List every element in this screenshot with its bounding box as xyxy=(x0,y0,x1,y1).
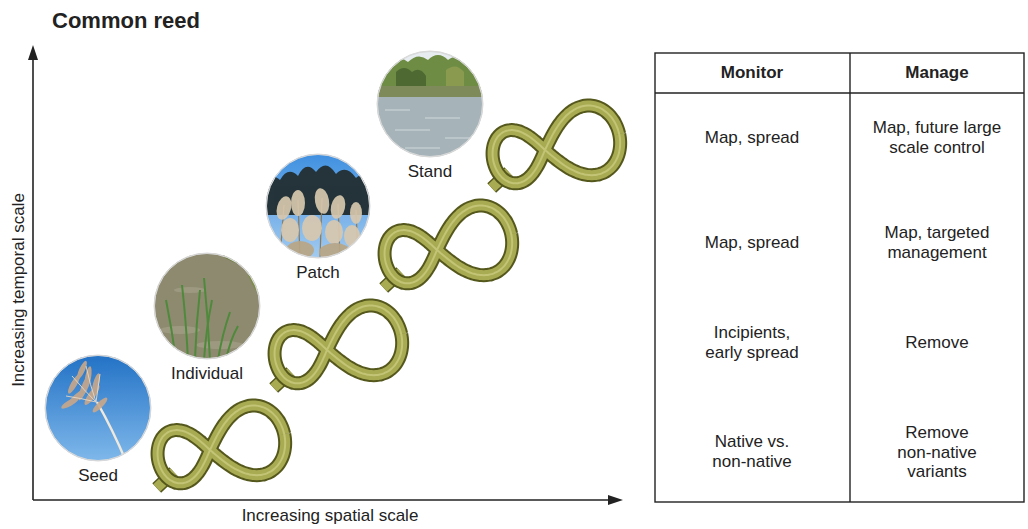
ribbon-edge xyxy=(486,100,626,195)
scale-circle: Individual xyxy=(154,253,260,359)
scale-circle: Seed xyxy=(45,355,151,461)
y-axis xyxy=(32,58,34,500)
ribbon-highlight xyxy=(486,100,626,195)
infinity-ribbon xyxy=(144,400,291,497)
circle-border xyxy=(46,356,151,461)
table-cell: Map, spread xyxy=(700,128,805,148)
patch-photo xyxy=(262,150,374,262)
circle-border xyxy=(155,254,260,359)
table-cell: Remove xyxy=(852,333,1022,353)
table-header-rule xyxy=(655,92,1024,93)
table-cell: Incipients, early spread xyxy=(700,323,805,362)
table-frame xyxy=(655,53,1024,502)
individual-photo xyxy=(150,250,266,366)
axis-label: Increasing temporal scale xyxy=(9,193,29,387)
table-header: Manage xyxy=(852,63,1022,83)
circle-border xyxy=(267,155,370,258)
ribbon-body xyxy=(268,300,408,395)
table-cell: Remove non-native variants xyxy=(893,423,981,482)
table-cell: Native vs. non-native xyxy=(700,432,805,471)
seed-photo xyxy=(40,350,156,466)
infinity-ribbon xyxy=(479,100,626,197)
circle-outline xyxy=(45,355,151,461)
x-axis-arrowhead xyxy=(608,495,623,505)
infinity-ribbons xyxy=(144,100,626,497)
ribbon-body xyxy=(486,100,626,195)
table-cell: Map, targeted management xyxy=(852,223,1022,262)
table-header: Monitor xyxy=(662,63,842,83)
table-column-rule xyxy=(849,53,850,502)
ribbon-highlight xyxy=(151,400,291,495)
scale-label: Individual xyxy=(171,364,243,384)
axes xyxy=(28,45,623,505)
x-axis xyxy=(33,499,610,501)
table-border xyxy=(655,53,1024,502)
circle-outline xyxy=(377,51,483,157)
circle-outline xyxy=(266,154,370,258)
scale-label: Seed xyxy=(78,466,118,486)
table-cell: Map, spread xyxy=(700,233,805,253)
ribbon-body xyxy=(378,200,518,295)
ribbon-body xyxy=(151,400,291,495)
ribbon-edge xyxy=(268,300,408,395)
title: Common reed xyxy=(52,8,200,33)
ribbon-highlight xyxy=(378,200,518,295)
ribbon-edge xyxy=(378,200,518,295)
scale-circle: Patch xyxy=(266,154,370,258)
ribbon-highlight xyxy=(268,300,408,395)
scale-label: Patch xyxy=(296,263,339,283)
stand-photo xyxy=(374,48,486,160)
scale-circle: Stand xyxy=(377,51,483,157)
infinity-ribbon xyxy=(261,300,408,397)
scale-label: Stand xyxy=(408,162,452,182)
circle-outline xyxy=(154,253,260,359)
ribbon-edge xyxy=(151,400,291,495)
y-axis-arrowhead xyxy=(28,45,38,60)
table-cell: Map, future large scale control xyxy=(852,118,1022,157)
circle-border xyxy=(378,52,483,157)
axis-label: Increasing spatial scale xyxy=(200,506,460,526)
infinity-ribbon xyxy=(371,200,518,297)
